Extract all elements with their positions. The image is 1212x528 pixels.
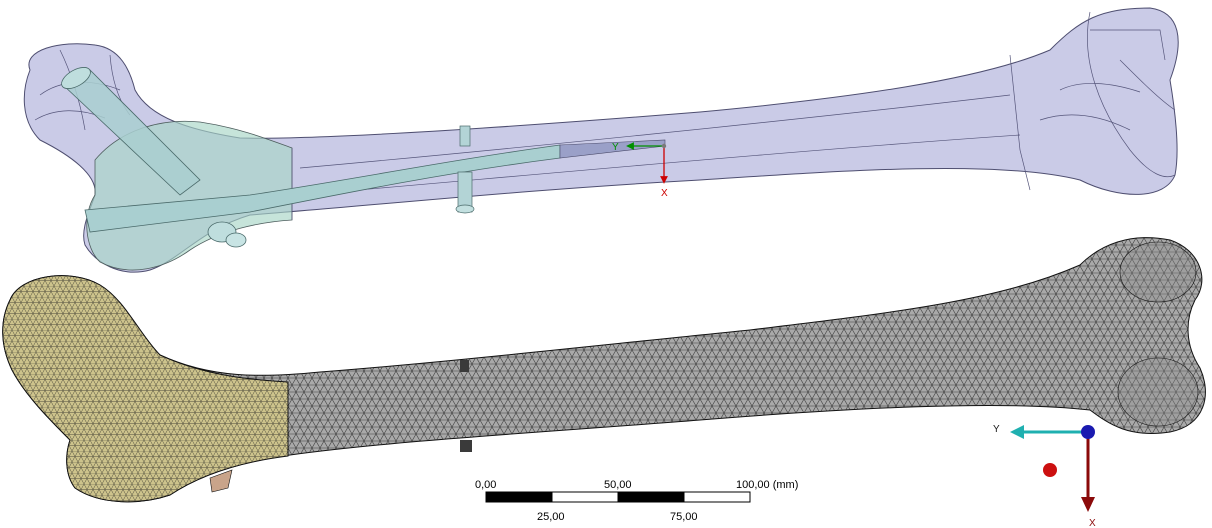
proximal-region-transparent xyxy=(86,120,293,271)
femur-mesh-overlay xyxy=(2,237,1206,502)
top-coordinate-system: X Y xyxy=(612,142,668,199)
triad-red-sphere xyxy=(1043,463,1057,477)
top-axis-x-label: X xyxy=(661,188,668,199)
scale-label-50: 50,00 xyxy=(604,479,632,491)
scale-label-75: 75,00 xyxy=(670,511,698,523)
screw-head-bottom xyxy=(460,440,472,452)
scale-label-100: 100,00 (mm) xyxy=(736,479,798,491)
triad-origin-dot xyxy=(1081,425,1095,439)
global-axis-triad: Y X xyxy=(993,424,1096,528)
screw-head-top xyxy=(460,360,469,372)
distal-condyle-upper xyxy=(1119,241,1197,303)
transparent-femur-model[interactable] xyxy=(23,7,1179,273)
distal-condyle-lower xyxy=(1117,357,1199,427)
top-axis-y-label: Y xyxy=(612,142,619,153)
implant-tip-protrusion xyxy=(209,469,233,493)
intramedullary-nail xyxy=(61,67,666,248)
proximal-mesh-overlay xyxy=(2,275,288,502)
scale-bar: 0,00 50,00 100,00 (mm) 25,00 75,00 xyxy=(475,479,798,523)
triad-y-label: Y xyxy=(993,424,1000,435)
triad-x-label: X xyxy=(1089,518,1096,528)
meshed-femur-model[interactable] xyxy=(2,237,1206,503)
scale-label-0: 0,00 xyxy=(475,479,496,491)
scale-label-25: 25,00 xyxy=(537,511,565,523)
